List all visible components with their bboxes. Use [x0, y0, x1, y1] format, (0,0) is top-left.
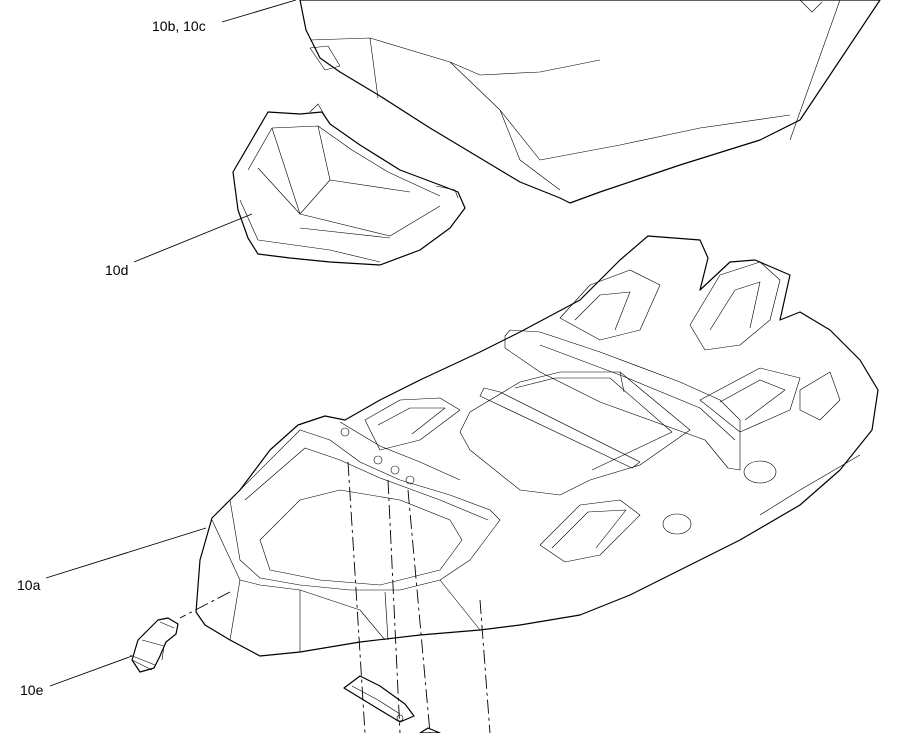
rear-bracket-part: [232, 103, 466, 266]
callout-10d: 10d: [105, 262, 129, 278]
latch-part: [129, 617, 179, 673]
callout-10b-10c: 10b, 10c: [152, 18, 206, 34]
mounting-bracket-part: [343, 675, 441, 733]
seat-cover-part: [299, 0, 881, 204]
assembly-lines: [179, 461, 491, 733]
callout-10e: 10e: [20, 682, 44, 698]
leader-lines: [45, 0, 297, 687]
seat-base-part: [195, 235, 879, 657]
callout-10a: 10a: [17, 577, 41, 593]
